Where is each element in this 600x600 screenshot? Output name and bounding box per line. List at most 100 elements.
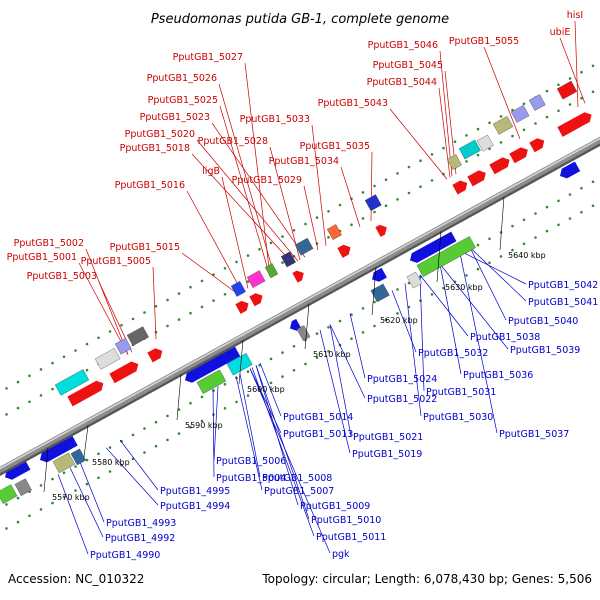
guide-dot [534, 122, 537, 125]
guide-dot [51, 361, 54, 365]
guide-dot [223, 383, 227, 386]
guide-dot [476, 243, 480, 247]
guide-dot [338, 203, 342, 207]
top-gene-label: PputGB1_5026 [147, 73, 217, 84]
guide-dot [327, 236, 330, 239]
top-leader-line [340, 166, 361, 228]
gene-features [0, 80, 592, 504]
kbp-tick-label: 5600 kbp [247, 385, 285, 394]
bottom-leader-line [212, 388, 215, 478]
bottom-leader-line [213, 386, 219, 461]
guide-dot [154, 304, 158, 308]
guide-dot [476, 267, 480, 271]
gene-feature-block [70, 448, 87, 466]
bottom-leader-line [329, 324, 352, 437]
top-leader-line [78, 262, 129, 355]
bottom-gene-label: PputGB1_5042 [528, 280, 598, 291]
bottom-leader-line [249, 368, 331, 554]
bottom-gene-label: PputGB1_5037 [499, 429, 569, 440]
guide-dot [384, 204, 388, 207]
guide-dot [350, 223, 353, 226]
gene-feature-block [416, 236, 476, 277]
guide-dot [396, 172, 399, 175]
guide-dot [235, 260, 238, 264]
guide-dot [361, 331, 365, 334]
top-leader-line [152, 266, 157, 340]
guide-dot [200, 419, 204, 423]
guide-dot [281, 351, 284, 354]
guide-dot [591, 180, 595, 184]
guide-dot [396, 312, 399, 315]
forward-gene-arrow [147, 348, 163, 363]
bottom-gene-label: PputGB1_5022 [367, 394, 437, 405]
top-gene-label: ubiE [550, 27, 571, 38]
guide-dot [407, 191, 411, 195]
tick-mark [371, 267, 377, 316]
bottom-gene-label: PputGB1_5004 [216, 473, 286, 484]
top-leader-line [269, 146, 301, 261]
top-gene-label: PputGB1_5043 [318, 98, 388, 109]
kbp-tick-label: 5570 kbp [52, 493, 90, 502]
map-title: Pseudomonas putida GB-1, complete genome [151, 12, 449, 27]
guide-dot [545, 229, 549, 233]
guide-dot [361, 217, 365, 220]
forward-gene-arrow [529, 138, 545, 153]
guide-dot [108, 330, 112, 333]
axis-band [0, 136, 600, 474]
guide-dot [511, 134, 514, 138]
gene-feature-block [52, 452, 76, 474]
guide-dot [396, 288, 399, 291]
bottom-leader-line [439, 263, 509, 350]
guide-dot [28, 400, 31, 404]
bottom-leader-line [461, 251, 527, 285]
guide-dot [304, 362, 307, 366]
forward-gene-arrow [109, 361, 139, 384]
guide-dot [212, 299, 215, 302]
guide-dot [51, 501, 54, 505]
guide-dot [120, 323, 123, 327]
guide-dot [568, 103, 572, 106]
top-gene-label: PputGB1_5001 [7, 252, 77, 263]
bottom-gene-label: PputGB1_5039 [510, 345, 580, 356]
bottom-leader-line [69, 467, 104, 538]
guide-dot [373, 300, 376, 304]
guide-dot [16, 520, 20, 524]
guide-dot [430, 293, 434, 296]
top-gene-label: PputGB1_5029 [232, 175, 302, 186]
guide-dot [568, 217, 572, 220]
bottom-leader-line [79, 461, 105, 523]
bottom-gene-label: PputGB1_5031 [426, 387, 496, 398]
guide-dot [442, 172, 445, 176]
guide-dot [499, 255, 503, 258]
guide-dot [373, 210, 376, 214]
forward-gene-arrow [375, 224, 387, 237]
guide-dot [177, 432, 181, 435]
guide-dot [499, 141, 503, 144]
top-leader-line [439, 50, 453, 177]
genome-axis [0, 136, 600, 476]
guide-dot [39, 484, 43, 487]
guide-dot [62, 355, 66, 359]
top-gene-label: PputGB1_5034 [269, 156, 339, 167]
bottom-leader-line [469, 247, 507, 321]
guide-dot [131, 317, 135, 321]
guide-dot [189, 285, 192, 289]
top-gene-label: PputGB1_5046 [368, 40, 438, 51]
guide-dot [269, 357, 273, 361]
bottom-leader-line [349, 313, 366, 379]
forward-gene-arrow [292, 270, 304, 283]
bottom-leader-line [119, 439, 159, 491]
top-leader-line [483, 46, 521, 140]
tick-mark [43, 447, 49, 493]
guide-dot [74, 465, 77, 468]
gene-feature-block [246, 270, 266, 288]
guide-dot [407, 305, 411, 309]
guide-dot [557, 83, 560, 87]
tick-mark [499, 196, 505, 251]
top-leader-line [559, 37, 586, 104]
top-gene-label: PputGB1_5023 [140, 112, 210, 123]
guide-dot [154, 444, 158, 448]
bottom-leader-line [239, 373, 261, 478]
guide-dot [373, 324, 376, 328]
